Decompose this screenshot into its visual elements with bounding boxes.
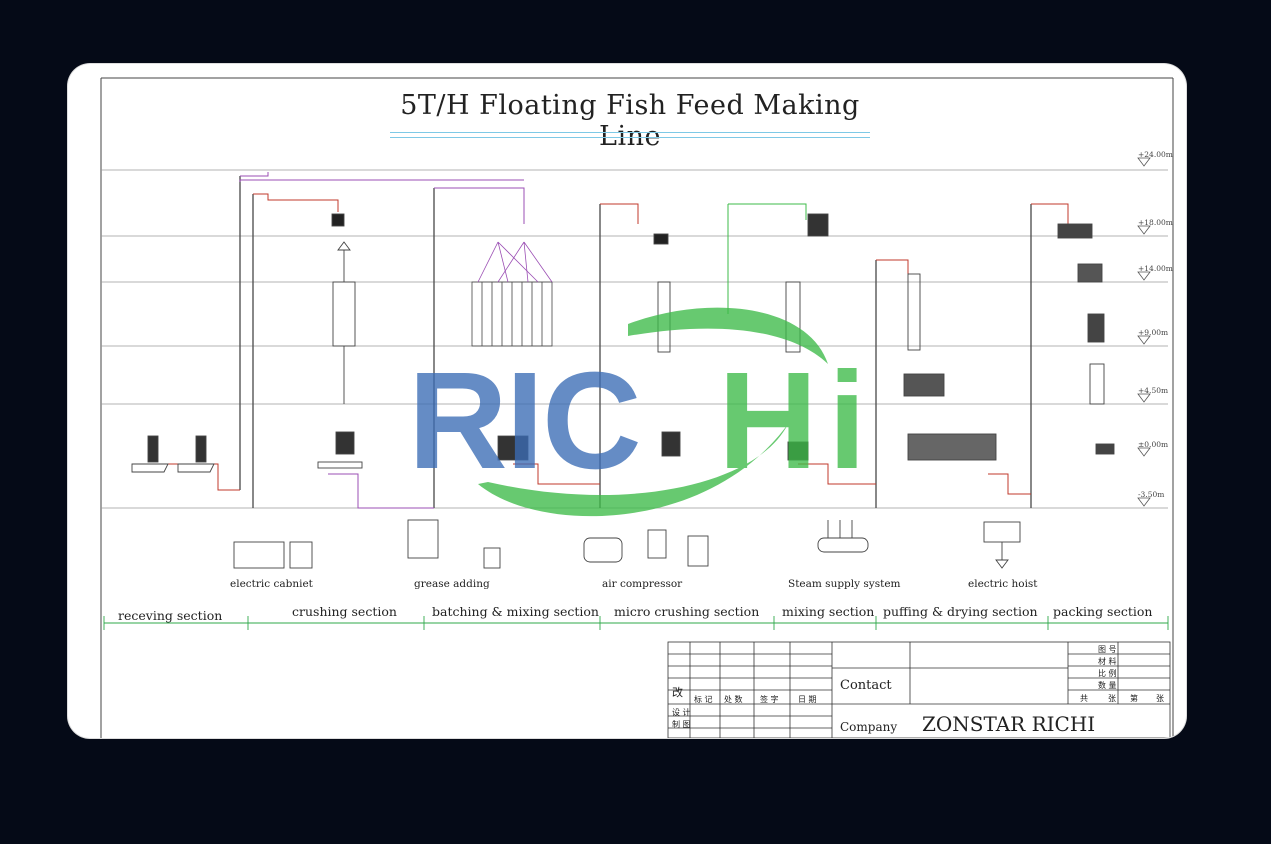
level-label: +4.50m xyxy=(1138,386,1169,395)
section-label: puffing & drying section xyxy=(883,604,1038,619)
tb-row-label: 处 数 xyxy=(724,695,743,704)
section-label: mixing section xyxy=(782,604,875,619)
mixing-equipment xyxy=(785,213,829,461)
section-label: micro crushing section xyxy=(614,604,760,619)
drawing-title: 5T/H Floating Fish Feed Making Line xyxy=(400,90,860,152)
equipment-label-compressor: air compressor xyxy=(602,578,683,590)
section-label: packing section xyxy=(1053,604,1153,619)
elevators xyxy=(239,176,1032,508)
puffing-equipment xyxy=(903,273,997,461)
richi-watermark: RIC H i xyxy=(408,307,866,517)
title-underline xyxy=(390,132,870,133)
level-label: ±0.00m xyxy=(1138,440,1169,449)
tb-row-label: 日 期 xyxy=(798,695,817,704)
title-block-grid xyxy=(667,641,1171,738)
tb-sheet-cell: 材 料 xyxy=(1098,657,1117,666)
process-diagram: RIC H i xyxy=(100,77,1174,738)
section-dimension-line xyxy=(103,616,1169,630)
tb-sheet-cell: 比 例 xyxy=(1098,669,1117,678)
level-label: +18.00m xyxy=(1138,218,1173,227)
svg-text:i: i xyxy=(828,344,866,498)
equipment-label-hoist: electric hoist xyxy=(968,578,1038,590)
company-label: Company xyxy=(840,720,898,734)
tb-sheet-footer: 共 xyxy=(1080,694,1088,703)
level-markers xyxy=(1137,157,1151,507)
tb-sheet-footer: 第 xyxy=(1130,694,1138,703)
title-underline-2 xyxy=(390,137,870,138)
packing-equipment xyxy=(1057,223,1115,455)
section-label: crushing section xyxy=(292,604,397,619)
tb-sheet-footer: 张 xyxy=(1156,694,1164,703)
level-label: +24.00m xyxy=(1138,150,1173,159)
tb-design-label: 设 计 xyxy=(672,708,691,717)
svg-text:RIC: RIC xyxy=(408,344,640,498)
equipment-label-grease: grease adding xyxy=(414,578,490,590)
tb-row-label: 签 字 xyxy=(760,695,779,704)
tb-sheet-cell: 数 量 xyxy=(1098,681,1117,690)
company-name: ZONSTAR RICHI xyxy=(922,712,1096,736)
floor-lines xyxy=(101,169,1168,509)
auxiliary-equipment xyxy=(233,519,1021,569)
revision-mark: 改 xyxy=(672,686,683,699)
receiving-equipment xyxy=(131,435,215,473)
equipment-label-steam: Steam supply system xyxy=(788,578,901,590)
level-label: -3.50m xyxy=(1138,490,1165,499)
crushing-equipment xyxy=(317,213,363,469)
level-label: +9.00m xyxy=(1138,328,1169,337)
equipment-label-cabinet: electric cabniet xyxy=(230,578,313,590)
section-label: receving section xyxy=(118,608,223,623)
tb-draw-label: 制 图 xyxy=(672,720,691,729)
drawing-card: 5T/H Floating Fish Feed Making Line xyxy=(68,64,1186,738)
micro-crush-equipment xyxy=(653,233,681,457)
tb-row-label: 标 记 xyxy=(694,695,713,704)
section-label: batching & mixing section xyxy=(432,604,599,619)
contact-label: Contact xyxy=(840,678,892,693)
batching-bins xyxy=(471,241,553,461)
level-label: +14.00m xyxy=(1138,264,1173,273)
tb-sheet-cell: 图 号 xyxy=(1098,645,1117,654)
tb-sheet-footer: 张 xyxy=(1108,694,1116,703)
